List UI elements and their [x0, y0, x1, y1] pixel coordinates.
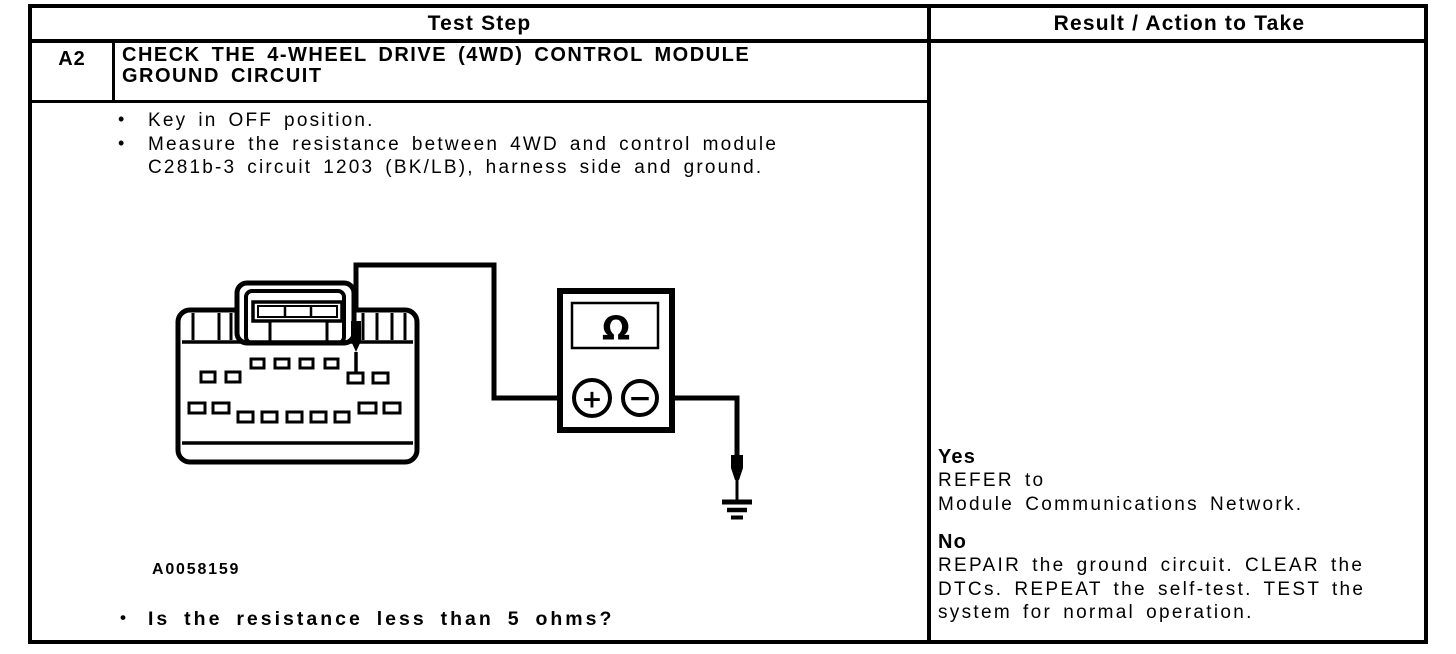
result-yes-block: Yes REFER to Module Communications Netwo… — [938, 445, 1426, 516]
result-action-line: REPAIR the ground circuit. CLEAR the DTC… — [938, 555, 1366, 623]
step-row-bottom-line — [32, 100, 927, 103]
instruction-item: Key in OFF position. — [115, 108, 828, 133]
step-id-cell: A2 — [58, 48, 86, 70]
step-title: CHECK THE 4-WHEEL DRIVE (4WD) CONTROL MO… — [122, 44, 751, 87]
step-id-divider-line — [112, 43, 115, 100]
header-bottom-line — [32, 39, 1424, 43]
result-no-block: No REPAIR the ground circuit. CLEAR the … — [938, 530, 1426, 625]
result-column: Yes REFER to Module Communications Netwo… — [938, 445, 1426, 625]
instruction-list: Key in OFF position. Measure the resista… — [115, 108, 828, 180]
test-step-column-header: Test Step — [427, 11, 532, 35]
result-answer-no: No — [938, 531, 968, 553]
result-answer-yes: Yes — [938, 446, 977, 468]
result-action-line: Module Communications Network. — [938, 493, 1304, 515]
figure-label: A0058159 — [152, 561, 241, 578]
column-divider-line — [927, 8, 931, 640]
instruction-item: Measure the resistance between 4WD and c… — [115, 132, 828, 180]
result-action-column-header: Result / Action to Take — [1053, 11, 1306, 35]
step-question: Is the resistance less than 5 ohms? — [115, 608, 614, 631]
result-action-line: REFER to — [938, 470, 1046, 491]
pinpoint-test-table: Test Step Result / Action to Take A2 CHE… — [28, 4, 1428, 644]
